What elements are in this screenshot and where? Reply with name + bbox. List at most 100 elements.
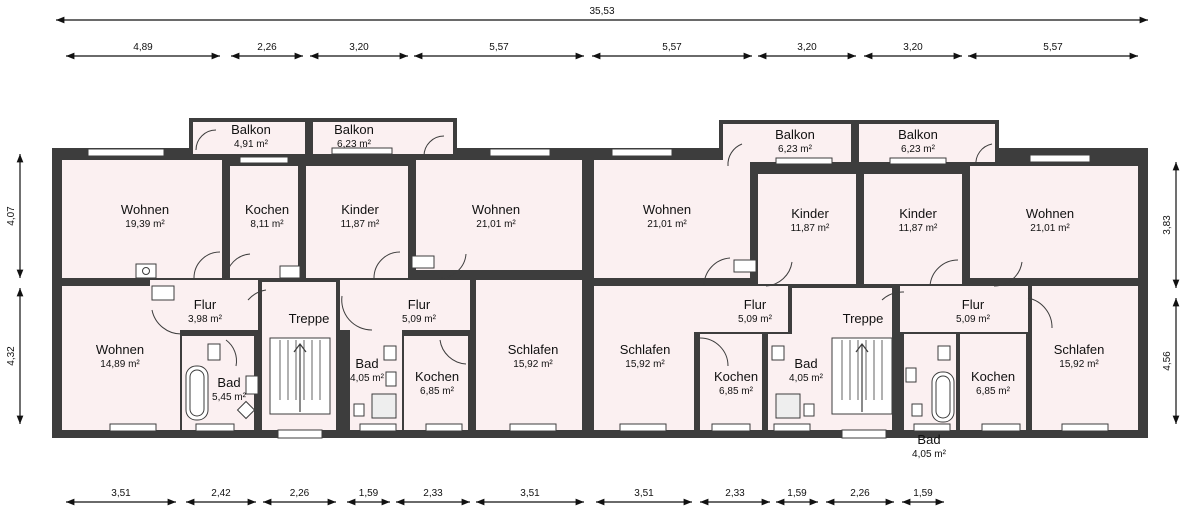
- room-name: Treppe: [843, 311, 884, 326]
- dimension-bottom: 3,51: [66, 488, 176, 506]
- dimension-top: 5,57: [592, 42, 752, 60]
- dimension-label: 4,32: [6, 346, 17, 366]
- dimension-right: 3,83: [1162, 162, 1180, 288]
- dimension-label: 3,20: [349, 42, 369, 53]
- staircase-left: [269, 337, 331, 415]
- room-area: 15,92 m²: [625, 359, 665, 370]
- room-name: Kochen: [971, 369, 1015, 384]
- room-name: Balkon: [231, 122, 271, 137]
- room-name: Wohnen: [121, 202, 169, 217]
- dimension-bottom: 3,51: [476, 488, 584, 506]
- dimension-bottom: 1,59: [902, 488, 944, 506]
- room-area: 14,89 m²: [100, 359, 140, 370]
- room-label: Treppe: [289, 311, 330, 326]
- room-area: 4,05 m²: [912, 449, 947, 460]
- room-label: Balkon 6,23 m²: [898, 127, 938, 155]
- dimension-bottom: 2,42: [186, 488, 256, 506]
- room-area: 21,01 m²: [647, 219, 687, 230]
- staircase-right: [831, 337, 893, 415]
- dimension-label: 5,57: [489, 42, 509, 53]
- dimension-top: 4,89: [66, 42, 220, 60]
- room-name: Schlafen: [1054, 342, 1105, 357]
- dimension-label: 5,57: [662, 42, 682, 53]
- room-label: Kinder 11,87 m²: [899, 206, 938, 234]
- dimension-bottom: 1,59: [776, 488, 818, 506]
- dimension-label: 35,53: [589, 6, 614, 17]
- dimension-label: 2,26: [290, 488, 310, 499]
- room-area: 6,85 m²: [420, 386, 455, 397]
- dimension-label: 2,42: [211, 488, 231, 499]
- room-area: 4,91 m²: [234, 139, 269, 150]
- room-area: 6,85 m²: [976, 386, 1011, 397]
- dimension-label: 2,26: [850, 488, 870, 499]
- room-area: 11,87 m²: [341, 219, 380, 230]
- room-name: Flur: [408, 297, 431, 312]
- windows: [87, 147, 1109, 439]
- room-name: Balkon: [334, 122, 374, 137]
- dimension-label: 3,20: [797, 42, 817, 53]
- room-name: Bad: [217, 375, 240, 390]
- room-label: Flur 3,98 m²: [188, 297, 223, 325]
- room-name: Flur: [194, 297, 217, 312]
- room-name: Wohnen: [472, 202, 520, 217]
- room-label: Schlafen 15,92 m²: [1054, 342, 1105, 370]
- dimension-label: 4,56: [1162, 351, 1173, 371]
- dimension-top: 5,57: [968, 42, 1138, 60]
- room-label: Kochen 6,85 m²: [415, 369, 459, 397]
- room-area: 5,09 m²: [738, 314, 773, 325]
- dimension-top: 3,20: [310, 42, 408, 60]
- dimension-label: 4,89: [133, 42, 153, 53]
- door-swings: [151, 129, 1053, 367]
- room-label: Wohnen 21,01 m²: [1026, 206, 1074, 234]
- dimension-label: 2,33: [423, 488, 443, 499]
- room-name: Wohnen: [1026, 206, 1074, 221]
- room-name: Treppe: [289, 311, 330, 326]
- room-area: 21,01 m²: [1030, 223, 1070, 234]
- room-name: Bad: [917, 432, 940, 447]
- room-name: Kochen: [415, 369, 459, 384]
- room-name: Flur: [744, 297, 767, 312]
- room-area: 11,87 m²: [899, 223, 938, 234]
- room-name: Balkon: [898, 127, 938, 142]
- dimension-label: 3,83: [1162, 215, 1173, 235]
- room-area: 6,85 m²: [719, 386, 754, 397]
- dimension-label: 2,33: [725, 488, 745, 499]
- room-name: Bad: [794, 356, 817, 371]
- dimension-left: 4,32: [6, 288, 24, 424]
- dimension-label: 1,59: [913, 488, 933, 499]
- room-area: 11,87 m²: [791, 223, 830, 234]
- room-area: 3,98 m²: [188, 314, 223, 325]
- dimension-top: 5,57: [414, 42, 584, 60]
- room-name: Wohnen: [96, 342, 144, 357]
- room-area: 6,23 m²: [778, 144, 813, 155]
- room-area: 6,23 m²: [901, 144, 936, 155]
- dimension-overall: 35,53: [56, 6, 1148, 24]
- room-name: Kochen: [245, 202, 289, 217]
- room-label: Wohnen 21,01 m²: [472, 202, 520, 230]
- dimension-label: 5,57: [1043, 42, 1063, 53]
- dimension-label: 2,26: [257, 42, 277, 53]
- room-area: 21,01 m²: [476, 219, 516, 230]
- dimension-label: 4,07: [6, 206, 17, 226]
- room-name: Kinder: [899, 206, 937, 221]
- room-label: Bad 5,45 m²: [212, 375, 247, 403]
- dimension-bottom: 3,51: [596, 488, 692, 506]
- dimension-bottom: 2,26: [826, 488, 894, 506]
- room-area: 5,45 m²: [212, 392, 247, 403]
- room-area: 5,09 m²: [956, 314, 991, 325]
- dimension-label: 3,51: [111, 488, 131, 499]
- dimension-label: 1,59: [359, 488, 379, 499]
- room-area: 15,92 m²: [1059, 359, 1099, 370]
- dimension-left: 4,07: [6, 154, 24, 278]
